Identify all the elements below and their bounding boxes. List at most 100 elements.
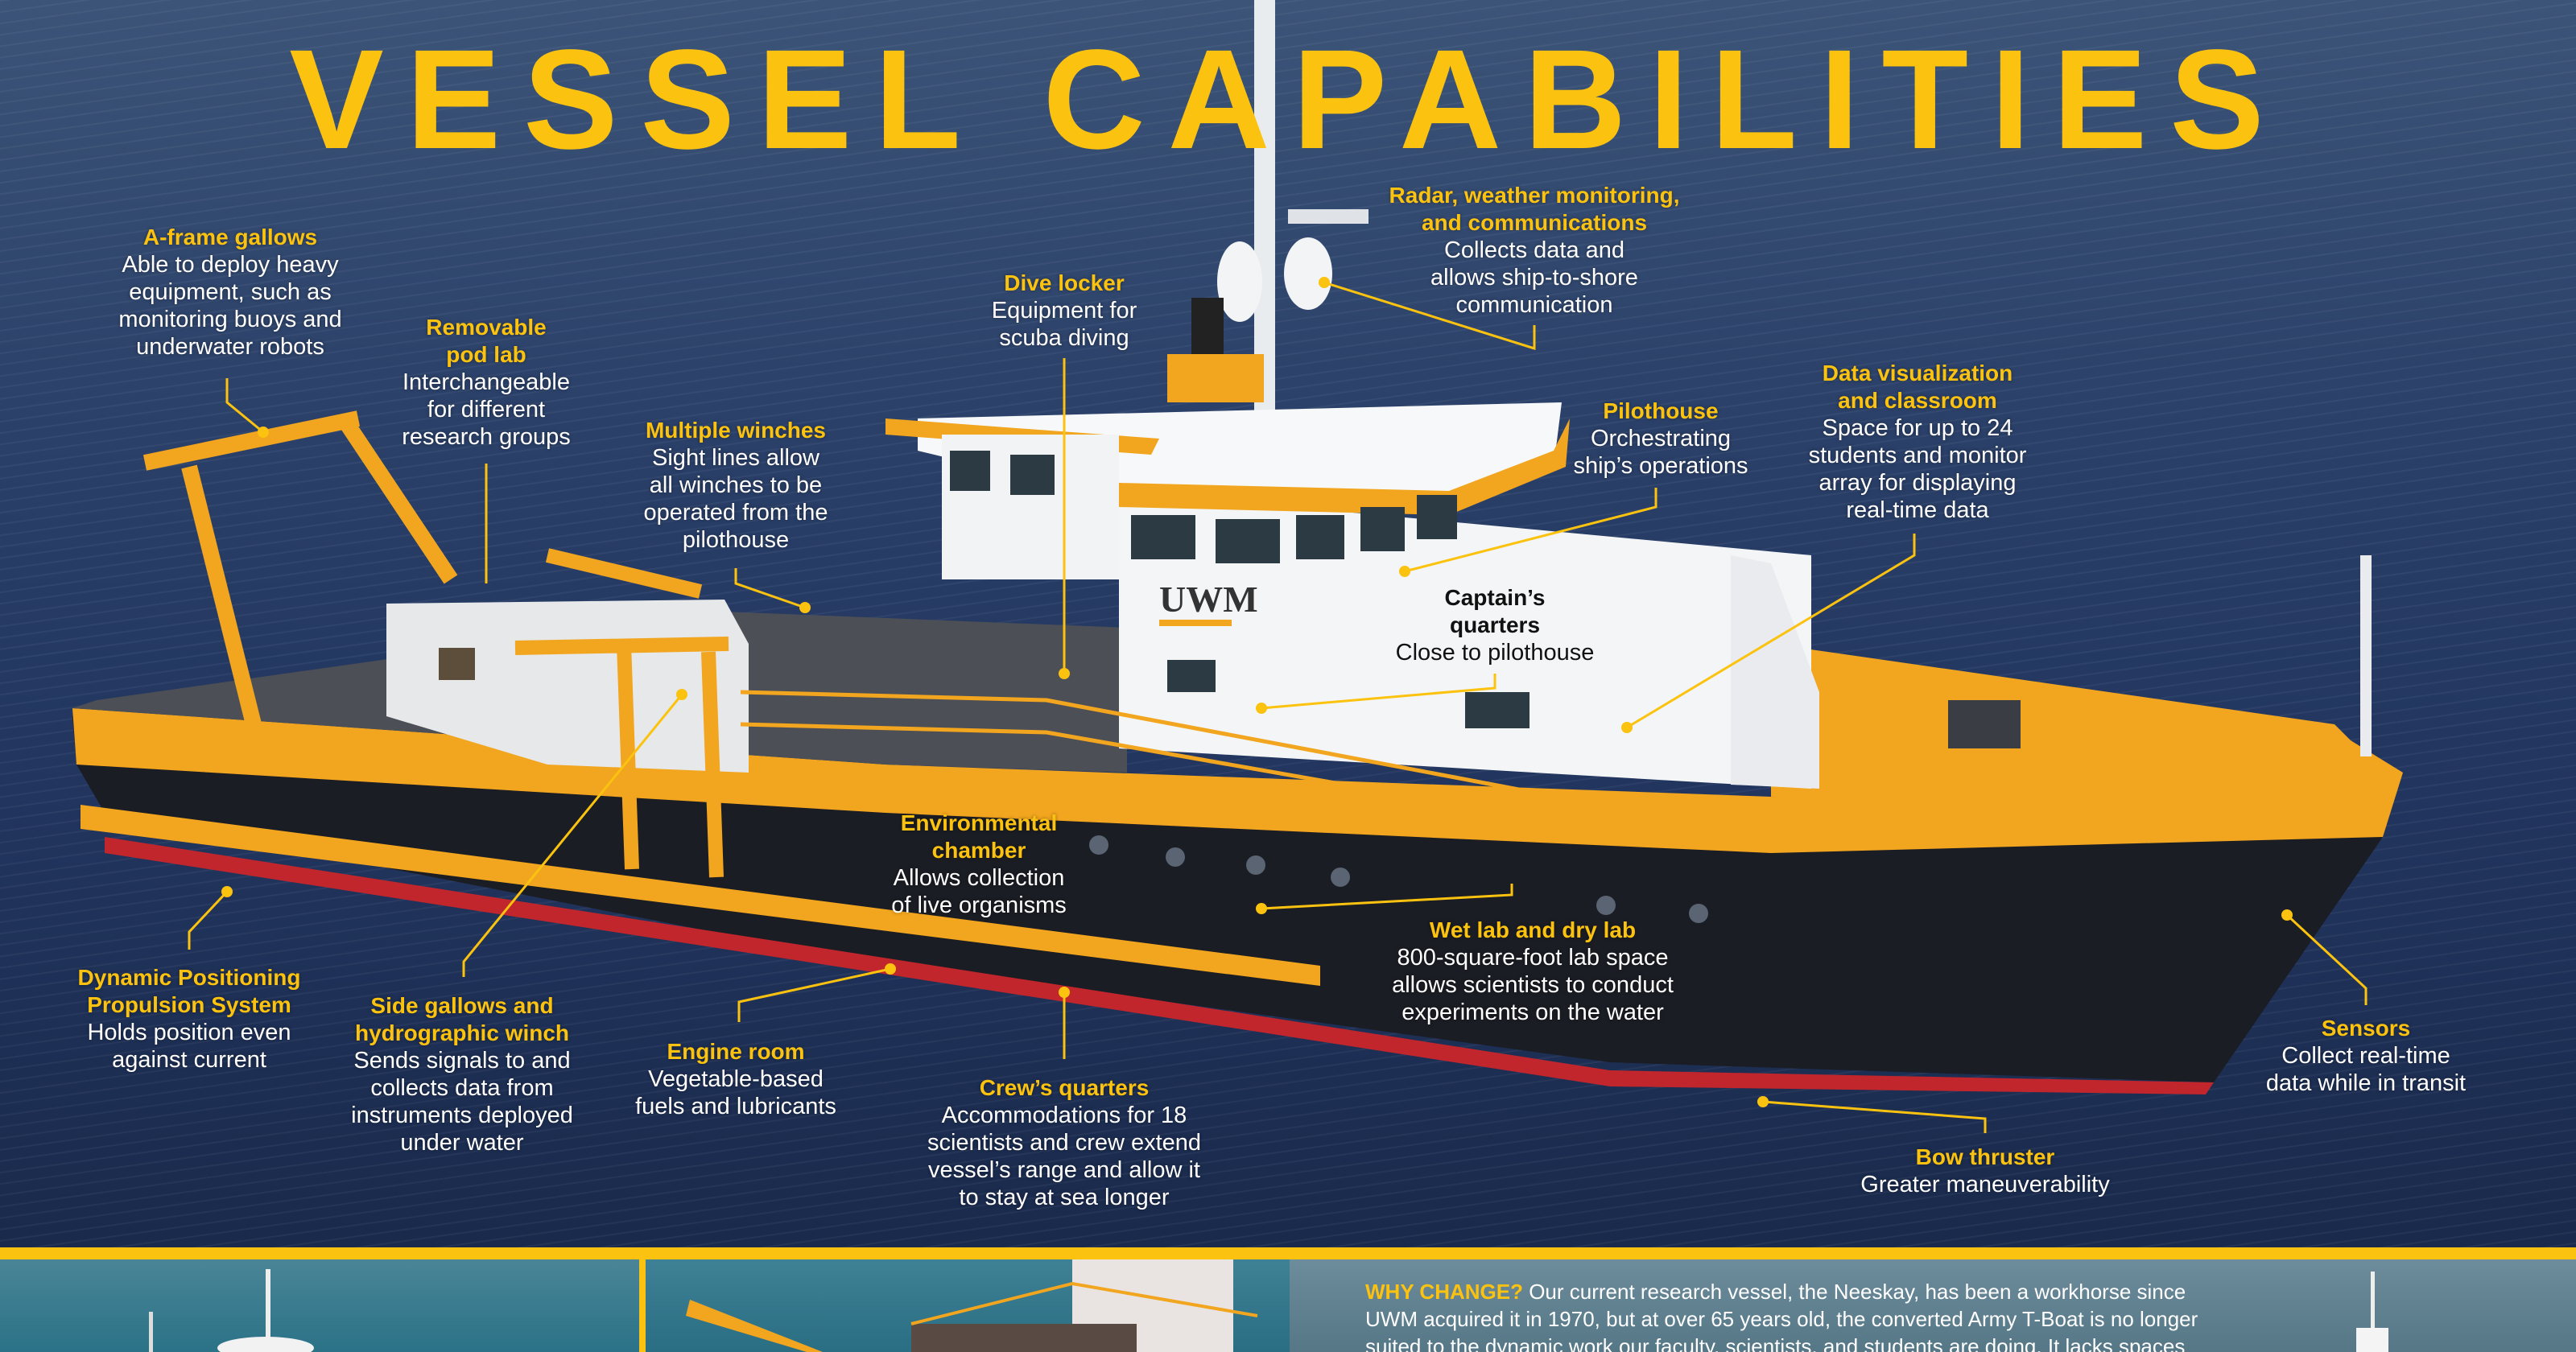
callout-side-gallows: Side gallows and hydrographic winch Send… bbox=[351, 992, 573, 1156]
callout-text: collects data from bbox=[370, 1075, 554, 1101]
callout-title: Environmental bbox=[900, 810, 1058, 835]
portholes bbox=[1089, 835, 1708, 923]
callout-text: Holds position even bbox=[87, 1020, 291, 1045]
callout-text: ship’s operations bbox=[1573, 453, 1748, 479]
callout-text: students and monitor bbox=[1808, 443, 2027, 468]
vessel-illustration: UWM bbox=[72, 0, 2403, 1133]
callout-title: quarters bbox=[1449, 612, 1541, 637]
callout-title: A-frame gallows bbox=[142, 225, 318, 249]
callout-text: to stay at sea longer bbox=[959, 1185, 1170, 1210]
callout-title: Engine room bbox=[667, 1039, 805, 1064]
callout-captains-quarters: Captain’s quarters Close to pilothouse bbox=[1396, 584, 1595, 666]
why-change-heading: WHY CHANGE? bbox=[1365, 1280, 1523, 1304]
leader-side bbox=[462, 694, 683, 977]
callout-title: Removable bbox=[426, 315, 547, 340]
fender-rail bbox=[80, 805, 1320, 986]
ship-mast-photo bbox=[2356, 1272, 2388, 1352]
callout-text: experiments on the water bbox=[1402, 1000, 1664, 1025]
divider-band bbox=[0, 1247, 2576, 1259]
callout-title: Dive locker bbox=[1004, 270, 1125, 295]
callout-title: Radar, weather monitoring, bbox=[1389, 183, 1680, 208]
callout-text: 800-square-foot lab space bbox=[1397, 945, 1669, 971]
callout-text: Collect real-time bbox=[2281, 1043, 2450, 1069]
callout-text: for different bbox=[427, 397, 546, 422]
callout-text: research groups bbox=[402, 424, 571, 450]
windows bbox=[950, 451, 1530, 728]
callout-text: operated from the bbox=[643, 500, 828, 526]
callout-text: Sight lines allow bbox=[652, 445, 819, 471]
why-change-text: WHY CHANGE? Our current research vessel,… bbox=[1365, 1278, 2355, 1352]
callout-title: and classroom bbox=[1838, 388, 1997, 413]
ship-mast-photo bbox=[149, 1269, 314, 1352]
callout-text: pilothouse bbox=[682, 527, 790, 553]
pod-lab-window bbox=[439, 648, 475, 680]
radome bbox=[1217, 241, 1262, 322]
panel-divider bbox=[639, 1259, 646, 1352]
radar-bar bbox=[1288, 209, 1368, 224]
callout-title: Bow thruster bbox=[1915, 1144, 2055, 1169]
photo-panel-deck-closeup bbox=[646, 1259, 1290, 1352]
page-title: VESSEL CAPABILITIES bbox=[289, 21, 2287, 179]
callout-title: hydrographic winch bbox=[354, 1020, 570, 1045]
callout-text: Close to pilothouse bbox=[1395, 640, 1595, 666]
pilothouse-trim bbox=[1119, 418, 1570, 515]
callout-sensors: Sensors Collect real-time data while in … bbox=[2266, 1015, 2466, 1097]
leader-lines bbox=[188, 281, 2368, 1133]
bow-winch bbox=[1948, 700, 2021, 748]
leader-winches bbox=[734, 568, 806, 609]
callout-text: communication bbox=[1455, 292, 1613, 318]
bow-cabin bbox=[1731, 555, 1819, 789]
callout-multiple-winches: Multiple winches Sight lines allow all w… bbox=[644, 417, 828, 554]
callout-title: Dynamic Positioning bbox=[77, 965, 301, 990]
callout-title: Captain’s bbox=[1444, 585, 1546, 610]
leader-dp bbox=[188, 890, 229, 950]
callout-text: equipment, such as bbox=[129, 279, 332, 305]
leader-aframe bbox=[225, 378, 264, 434]
callout-text: fuels and lubricants bbox=[635, 1094, 836, 1119]
callout-text: against current bbox=[112, 1047, 266, 1073]
callout-engine-room: Engine room Vegetable-based fuels and lu… bbox=[635, 1038, 836, 1120]
callout-text: vessel’s range and allow it bbox=[928, 1157, 1200, 1183]
callout-text: data while in transit bbox=[2265, 1070, 2467, 1096]
why-change-line: Our current research vessel, the Neeskay… bbox=[1522, 1280, 2186, 1304]
callout-text: real-time data bbox=[1846, 497, 1989, 523]
radome bbox=[1284, 237, 1332, 310]
callout-radar: Radar, weather monitoring, and communica… bbox=[1389, 182, 1680, 319]
leader-captain bbox=[1261, 674, 1496, 710]
bow-bulwark bbox=[1771, 644, 2383, 797]
gunwale bbox=[72, 708, 2403, 853]
callout-text: Greater maneuverability bbox=[1860, 1172, 2110, 1197]
callout-dynamic-positioning: Dynamic Positioning Propulsion System Ho… bbox=[78, 964, 301, 1074]
callout-text: scientists and crew extend bbox=[927, 1130, 1202, 1156]
why-change-panel bbox=[1290, 1259, 2576, 1352]
callout-text: Equipment for bbox=[991, 298, 1137, 324]
callout-bow-thruster: Bow thruster Greater maneuverability bbox=[1860, 1144, 2109, 1198]
callout-text: Able to deploy heavy bbox=[122, 252, 339, 278]
callout-title: Wet lab and dry lab bbox=[1429, 917, 1637, 942]
mast bbox=[1254, 0, 1275, 418]
callout-dive-locker: Dive locker Equipment for scuba diving bbox=[992, 270, 1137, 352]
callout-crews-quarters: Crew’s quarters Accommodations for 18 sc… bbox=[927, 1074, 1201, 1211]
photo-panel-ship-at-sea bbox=[0, 1259, 639, 1352]
callout-text: Space for up to 24 bbox=[1822, 415, 2013, 441]
why-change-line: suited to the dynamic work our faculty, … bbox=[1365, 1334, 2186, 1352]
leader-wetlab bbox=[1261, 884, 1513, 910]
callout-title: Crew’s quarters bbox=[979, 1075, 1150, 1100]
callout-title: Data visualization bbox=[1822, 361, 2013, 385]
callout-text: Interchangeable bbox=[402, 369, 570, 395]
funnel bbox=[1167, 354, 1264, 402]
callout-text: Sends signals to and bbox=[353, 1048, 571, 1074]
leader-pilothouse bbox=[1404, 488, 1657, 573]
callout-title: Sensors bbox=[2321, 1016, 2411, 1041]
deck-railing bbox=[740, 690, 1643, 839]
callout-wet-dry-lab: Wet lab and dry lab 800-square-foot lab … bbox=[1392, 917, 1674, 1026]
superstructure bbox=[1119, 491, 1811, 789]
callout-title: Propulsion System bbox=[87, 992, 291, 1017]
callout-text: of live organisms bbox=[891, 892, 1067, 918]
leader-radar bbox=[1323, 281, 1536, 351]
callout-text: Accommodations for 18 bbox=[941, 1103, 1187, 1128]
logo-stripe bbox=[1159, 620, 1232, 626]
callout-text: array for displaying bbox=[1818, 470, 2017, 496]
callout-text: scuba diving bbox=[999, 325, 1129, 351]
callout-title: and communications bbox=[1421, 210, 1648, 235]
